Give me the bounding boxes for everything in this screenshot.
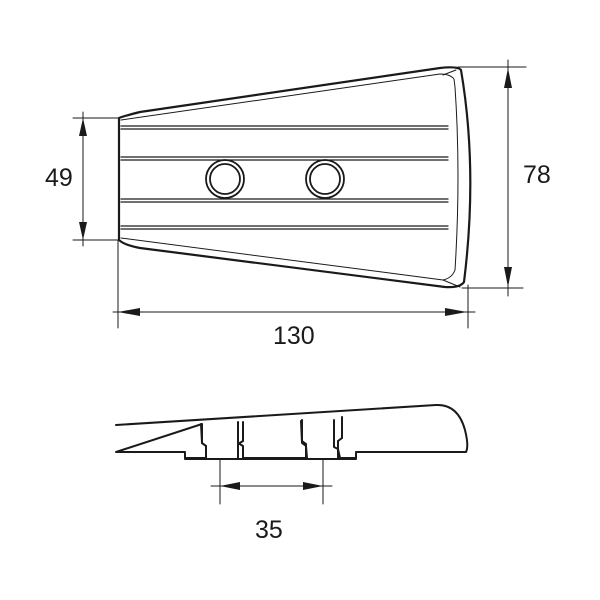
- dimension-label-35: 35: [255, 516, 283, 544]
- dimension-label-78: 78: [523, 161, 551, 189]
- profile-slots: [184, 416, 357, 460]
- top-view-outline: [117, 66, 472, 289]
- dimension-49: [72, 111, 120, 247]
- mounting-hole-1: [205, 159, 245, 199]
- profile-outline: [115, 403, 469, 459]
- side-profile-view: [115, 403, 469, 505]
- mounting-hole-2: [305, 159, 345, 199]
- dimension-35: [210, 458, 333, 505]
- top-view: [72, 59, 527, 329]
- dimension-label-49: 49: [45, 164, 73, 192]
- dimension-78: [457, 59, 527, 297]
- grooves: [120, 125, 449, 230]
- top-view-bevel: [120, 73, 459, 281]
- dimension-130: [112, 239, 476, 329]
- dimension-label-130: 130: [273, 322, 315, 350]
